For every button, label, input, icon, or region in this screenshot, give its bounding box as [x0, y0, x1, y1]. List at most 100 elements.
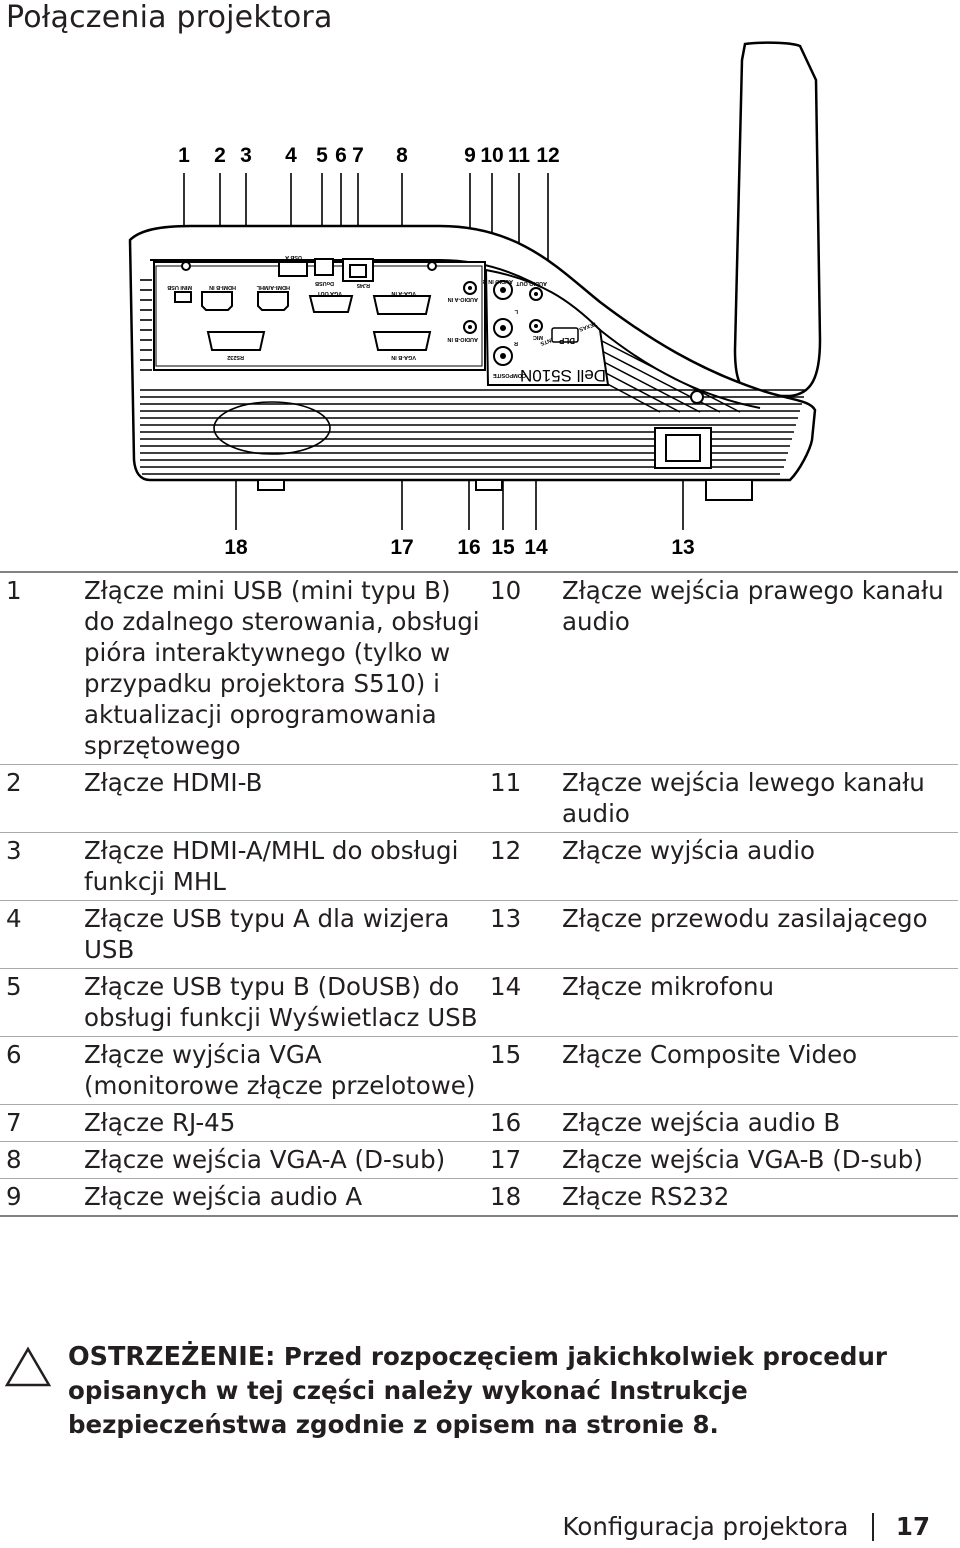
- page-footer: Konfiguracja projektora 17: [563, 1512, 930, 1541]
- port-description: Złącze mikrofonu: [562, 968, 958, 1037]
- callout-number: 15: [491, 536, 515, 559]
- port-number: 15: [490, 1036, 562, 1105]
- footer-section-title: Konfiguracja projektora: [562, 1512, 849, 1541]
- label-composite: COMPOSITE: [493, 372, 526, 378]
- label-vga-a: VGA-A IN: [391, 290, 416, 296]
- warning-label: OSTRZEŻENIE:: [68, 1342, 276, 1372]
- callout-number: 5: [316, 144, 328, 167]
- model-name-label: Dell S510N: [520, 366, 606, 385]
- callout-number: 10: [480, 144, 503, 167]
- hdmi-a-port: [257, 291, 289, 311]
- port-description: Złącze Composite Video: [562, 1036, 958, 1105]
- callout-number: 8: [396, 144, 408, 167]
- port-number: 4: [0, 900, 84, 969]
- label-usb-a: USB A: [285, 254, 302, 260]
- port-description: Złącze wejścia prawego kanału audio: [562, 571, 958, 765]
- port-number: 5: [0, 968, 84, 1037]
- label-vga-b: VGA-B IN: [391, 354, 416, 360]
- usb-a-port: [278, 261, 308, 277]
- port-description: Złącze USB typu B (DoUSB) do obsługi fun…: [84, 968, 490, 1037]
- dlp-logo: DLP: [551, 327, 579, 345]
- port-number: 2: [0, 764, 84, 833]
- label-rj45: RJ45: [357, 282, 370, 288]
- mini-usb-port: [174, 291, 192, 303]
- port-number: 1: [0, 571, 84, 765]
- port-description: Złącze RS232: [562, 1178, 958, 1217]
- rs232-port: [206, 331, 266, 351]
- callout-number: 2: [214, 144, 226, 167]
- callout-number: 11: [508, 144, 531, 167]
- port-number: 7: [0, 1104, 84, 1142]
- port-description: Złącze wejścia VGA-A (D-sub): [84, 1141, 490, 1179]
- label-l: L: [514, 308, 518, 314]
- port-description: Złącze mini USB (mini typu B) do zdalneg…: [84, 571, 490, 765]
- callout-number: 12: [536, 144, 559, 167]
- vga-out-port: [308, 295, 354, 313]
- label-rs232: RS232: [227, 354, 244, 360]
- dlp-logo-text: DLP: [558, 336, 575, 345]
- hdmi-b-port: [201, 291, 233, 311]
- callout-number: 3: [240, 144, 252, 167]
- label-mic: MIC: [533, 334, 543, 340]
- port-description: Złącze wejścia audio B: [562, 1104, 958, 1142]
- usb-b-port: [314, 258, 334, 276]
- port-number: 8: [0, 1141, 84, 1179]
- port-number: 9: [0, 1178, 84, 1217]
- warning-text: Przed rozpoczęciem jakichkolwiek procedu…: [68, 1342, 887, 1439]
- callout-number: 18: [224, 536, 248, 559]
- port-description: Złącze wejścia audio A: [84, 1178, 490, 1217]
- callout-number: 13: [671, 536, 694, 559]
- port-description: Złącze HDMI-B: [84, 764, 490, 833]
- port-description: Złącze RJ-45: [84, 1104, 490, 1142]
- port-number: 10: [490, 571, 562, 765]
- projector-body: [128, 41, 822, 501]
- port-number: 18: [490, 1178, 562, 1217]
- label-audio-b: AUDIO-B IN: [447, 336, 478, 342]
- port-number: 3: [0, 832, 84, 901]
- warning-triangle-icon: [4, 1346, 52, 1387]
- port-description: Złącze wejścia VGA-B (D-sub): [562, 1141, 958, 1179]
- label-r: R: [514, 340, 518, 346]
- vga-a-port: [372, 295, 432, 315]
- port-number: 11: [490, 764, 562, 833]
- port-number: 17: [490, 1141, 562, 1179]
- vga-b-port: [372, 331, 432, 351]
- port-description: Złącze HDMI-A/MHL do obsługi funkcji MHL: [84, 832, 490, 901]
- callout-number: 16: [457, 536, 480, 559]
- port-number: 12: [490, 832, 562, 901]
- warning-note: OSTRZEŻENIE: Przed rozpoczęciem jakichko…: [0, 1340, 958, 1442]
- callout-number: 14: [524, 536, 548, 559]
- port-description: Złącze USB typu A dla wizjera USB: [84, 900, 490, 969]
- label-dousb: DoUSB: [315, 280, 334, 286]
- callout-number: 6: [335, 144, 347, 167]
- label-hdmi-b: HDMI-B IN: [209, 284, 236, 290]
- footer-separator: [872, 1512, 874, 1541]
- label-mini-usb: MINI USB: [167, 284, 192, 290]
- label-audio-in-r: AUDIO IN R: [483, 278, 513, 284]
- label-audio-out: AUDIO OUT: [516, 280, 548, 286]
- port-description: Złącze wyjścia VGA (monitorowe złącze pr…: [84, 1036, 490, 1105]
- connectors: [174, 258, 712, 469]
- label-vga-out: VGA OUT: [317, 290, 342, 296]
- port-number: 16: [490, 1104, 562, 1142]
- callout-number: 7: [352, 144, 364, 167]
- port-description: Złącze wyjścia audio: [562, 832, 958, 901]
- callout-number: 1: [178, 144, 190, 167]
- port-number: 13: [490, 900, 562, 969]
- port-description: Złącze wejścia lewego kanału audio: [562, 764, 958, 833]
- page-title: Połączenia projektora: [6, 0, 333, 35]
- callout-number: 17: [390, 536, 413, 559]
- callout-number: 4: [285, 144, 297, 167]
